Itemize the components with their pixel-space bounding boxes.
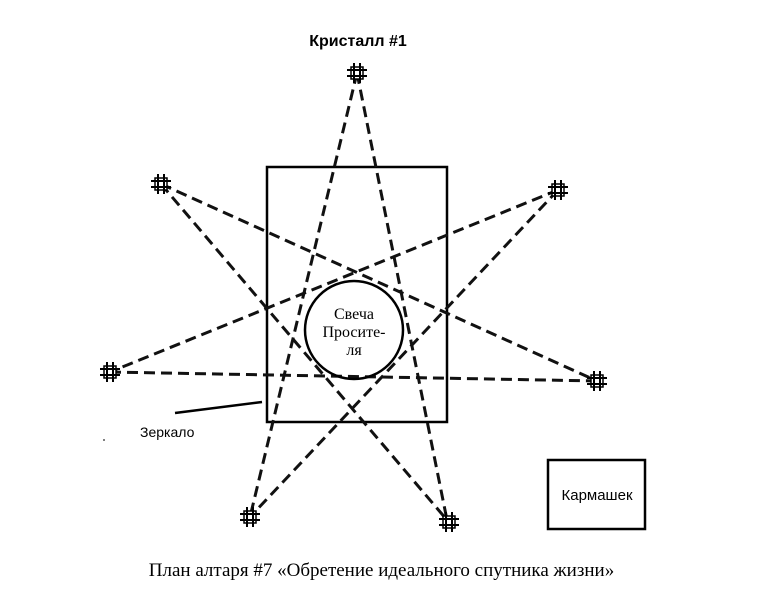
- star-line: [160, 182, 598, 383]
- mirror-label: Зеркало: [140, 424, 195, 440]
- star-lines: [109, 72, 598, 521]
- pocket-label: Кармашек: [561, 487, 632, 504]
- crystal-icon: [347, 63, 367, 83]
- candle-label-line-3: ля: [346, 342, 362, 359]
- crystal-icon: [151, 174, 171, 194]
- candle-label-line-1: Свеча: [334, 306, 374, 323]
- crystal-icon: [587, 371, 607, 391]
- mirror-pointer-line: [174, 400, 263, 415]
- pocket-box: [546, 458, 647, 531]
- candle-circle: [303, 279, 405, 381]
- crystal-icon: [100, 362, 120, 382]
- crystal-icon: [439, 512, 459, 532]
- crystal-1-label: Кристалл #1: [309, 33, 407, 50]
- crystal-icon: [240, 507, 260, 527]
- star-line: [248, 188, 560, 519]
- star-line: [109, 370, 598, 383]
- star-line: [355, 72, 449, 521]
- candle-label-line-2: Просите-: [322, 324, 385, 341]
- star-line: [109, 188, 559, 374]
- star-line: [159, 183, 449, 521]
- mirror-rectangle: [265, 165, 449, 424]
- diagram-caption: План алтаря #7 «Обретение идеального спу…: [148, 560, 615, 581]
- crystal-icon: [548, 180, 568, 200]
